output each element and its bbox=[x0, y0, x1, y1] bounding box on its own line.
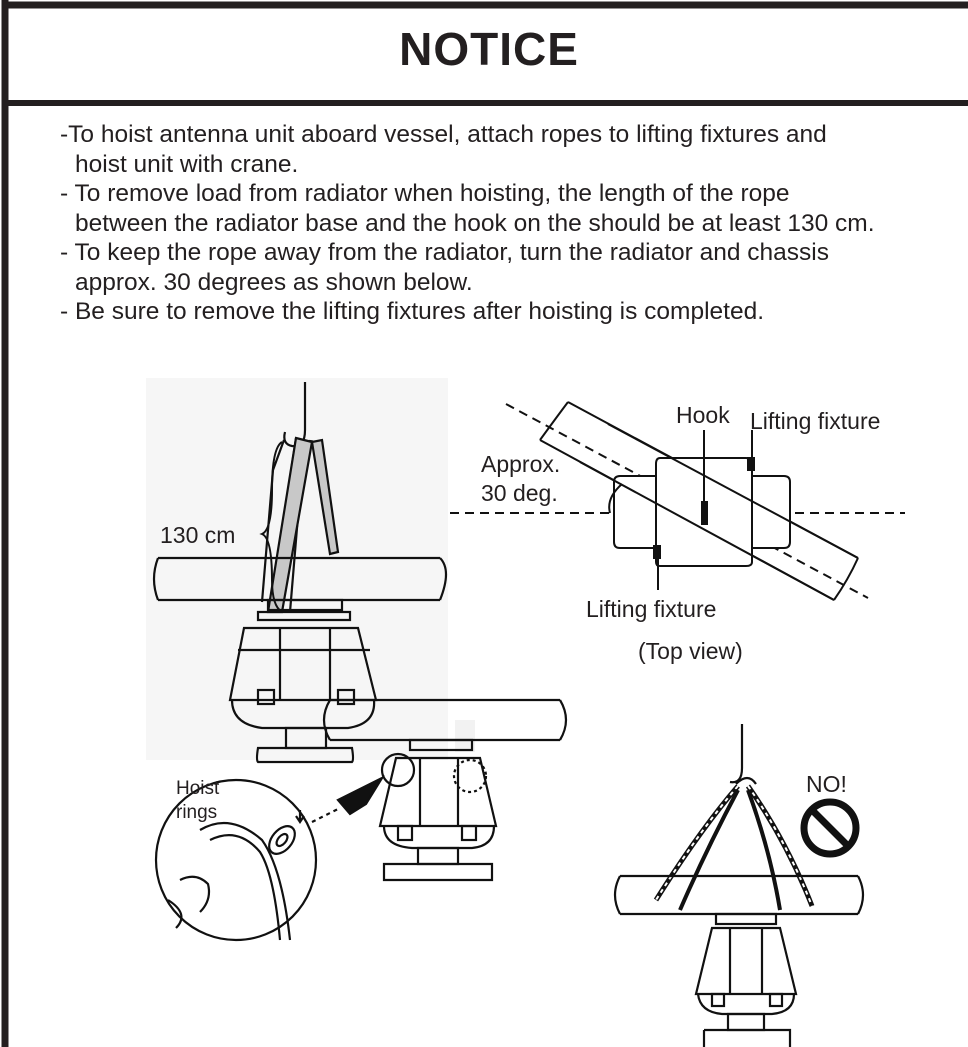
no-label: NO! bbox=[806, 771, 847, 797]
prohibited-icon bbox=[800, 798, 860, 858]
lifting-fixture-label-bottom: Lifting fixture bbox=[586, 596, 717, 622]
side-view-figure bbox=[146, 378, 475, 764]
hook-label: Hook bbox=[676, 402, 730, 428]
notice-title: NOTICE bbox=[399, 23, 579, 75]
hoist-rings-label-line2: rings bbox=[176, 802, 218, 823]
instruction-line: - To keep the rope away from the radiato… bbox=[60, 239, 829, 266]
instruction-item-2: - To remove load from radiator when hois… bbox=[60, 179, 965, 238]
top-view-caption: (Top view) bbox=[638, 638, 743, 664]
top-view-figure bbox=[450, 401, 905, 601]
lifting-fixture-label-top: Lifting fixture bbox=[750, 408, 881, 434]
wrong-method-figure bbox=[613, 724, 865, 1047]
instruction-item-3: - To keep the rope away from the radiato… bbox=[60, 238, 965, 297]
angle-label-line1: Approx. bbox=[481, 451, 561, 477]
instruction-line: approx. 30 degrees as shown below. bbox=[75, 268, 473, 296]
instruction-line: -To hoist antenna unit aboard vessel, at… bbox=[60, 121, 827, 148]
instruction-line: - To remove load from radiator when hois… bbox=[60, 180, 790, 207]
instruction-item-4: - Be sure to remove the lifting fixtures… bbox=[60, 297, 965, 327]
instruction-line: - Be sure to remove the lifting fixtures… bbox=[60, 298, 765, 325]
instruction-item-1: -To hoist antenna unit aboard vessel, at… bbox=[60, 120, 965, 179]
angle-label-line2: 30 deg. bbox=[481, 480, 558, 506]
hoist-rings-figure bbox=[154, 698, 568, 942]
hoist-rings-label-line1: Hoist bbox=[176, 778, 220, 799]
instruction-line: between the radiator base and the hook o… bbox=[75, 209, 875, 237]
instruction-list: -To hoist antenna unit aboard vessel, at… bbox=[60, 120, 965, 327]
rope-length-label: 130 cm bbox=[160, 522, 236, 548]
instruction-line: hoist unit with crane. bbox=[75, 150, 299, 178]
